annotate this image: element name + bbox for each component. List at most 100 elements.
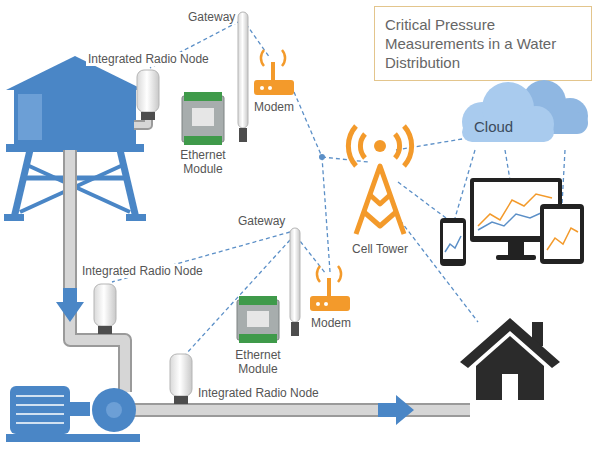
tower-chevron [369,194,391,204]
radio-node [170,354,192,404]
component-label: Modem [309,316,353,330]
phone-frame [440,218,466,266]
tablet-frame [540,204,584,264]
cloud-outline [452,72,594,154]
signal-waves [348,126,411,166]
module-terminal [239,296,277,305]
module-terminal [184,136,222,145]
pipe [130,405,470,415]
radio-node-body [94,284,116,326]
radio-link [396,215,478,322]
module-chip [247,311,269,327]
ethernet-module [237,296,279,343]
tower-antenna [374,140,386,152]
chart-line [445,236,461,252]
modem-led [268,86,272,90]
motor-rib [16,404,64,406]
modem-antenna [271,62,275,80]
radio-link [322,157,330,272]
radio-link [562,150,565,205]
house-door [502,374,518,400]
tower-foot [4,214,24,221]
radio-node [94,284,116,334]
cloud-shape: Cloud [452,72,594,154]
radio-link [186,240,290,354]
component-label: Integrated Radio Node [196,386,321,400]
house [460,318,560,400]
house-body [476,336,544,400]
radio-link [246,24,270,58]
chart-line [547,228,578,250]
motor [10,386,70,434]
component-label: Modem [252,100,296,114]
component-label: Ethernet Module [172,148,234,176]
node-text: Cloud [474,118,513,135]
flow-arrow [56,288,84,322]
radio-node-body [137,70,159,112]
antenna-base [239,128,247,142]
modem-led [324,302,328,306]
diagram-title: Critical Pressure Measurements in a Wate… [374,6,592,81]
monitor-base [496,255,536,260]
component-label: Integrated Radio Node [80,264,205,278]
modem-antenna [327,278,331,296]
radio-node-cap [98,326,112,334]
signal-waves [317,266,341,282]
radio-node-cap [174,396,188,404]
link-dot [319,154,325,160]
radio-link [398,182,446,218]
flow-arrow [378,395,414,425]
tablet [540,204,584,264]
monitor-stand [508,242,524,256]
phone-screen [443,223,463,259]
modem-body [254,80,294,95]
radio-node [137,70,159,120]
antenna-body [238,12,248,128]
radio-node-cap [141,112,155,120]
tank-body [14,90,136,144]
motor-rib [16,395,64,397]
modem-led [260,86,264,90]
pipe-outline [130,403,470,417]
radio-link [322,157,368,162]
tower-brace [27,165,130,212]
pump-volute [92,388,136,432]
radio-link [505,150,510,180]
pump-base [6,434,140,442]
component-label: Integrated Radio Node [86,52,211,66]
tower-chevron [364,212,396,226]
radio-link [294,92,322,157]
radio-node-body [170,354,192,396]
component-label: Gateway [236,214,287,228]
motor-ribs [16,396,64,423]
motor-rib [16,413,64,415]
motor-rib [16,422,64,424]
antenna-body [290,228,300,322]
phone [440,218,466,266]
component-label: Ethernet Module [227,348,289,376]
gateway-antenna [238,12,248,142]
module-terminal [184,92,222,101]
module-board [182,96,224,142]
antenna-base [291,322,299,336]
tablet-screen [544,209,580,259]
modem-body [310,296,350,311]
tower-frame [356,166,404,234]
pump [6,386,140,442]
tower-foot [126,214,146,221]
gateway-antenna [290,228,300,336]
module-chip [192,108,214,126]
radio-link [396,138,468,150]
pump-shaft [70,402,90,416]
module-terminal [239,334,277,343]
signal-waves [261,50,285,66]
component-label: Cell Tower [350,242,410,256]
modem [254,50,294,95]
tank-highlight [18,94,42,140]
modem [310,266,350,311]
ethernet-module [182,92,224,145]
signal-waves [360,134,399,158]
modem-led [316,302,320,306]
pipes [70,118,470,410]
